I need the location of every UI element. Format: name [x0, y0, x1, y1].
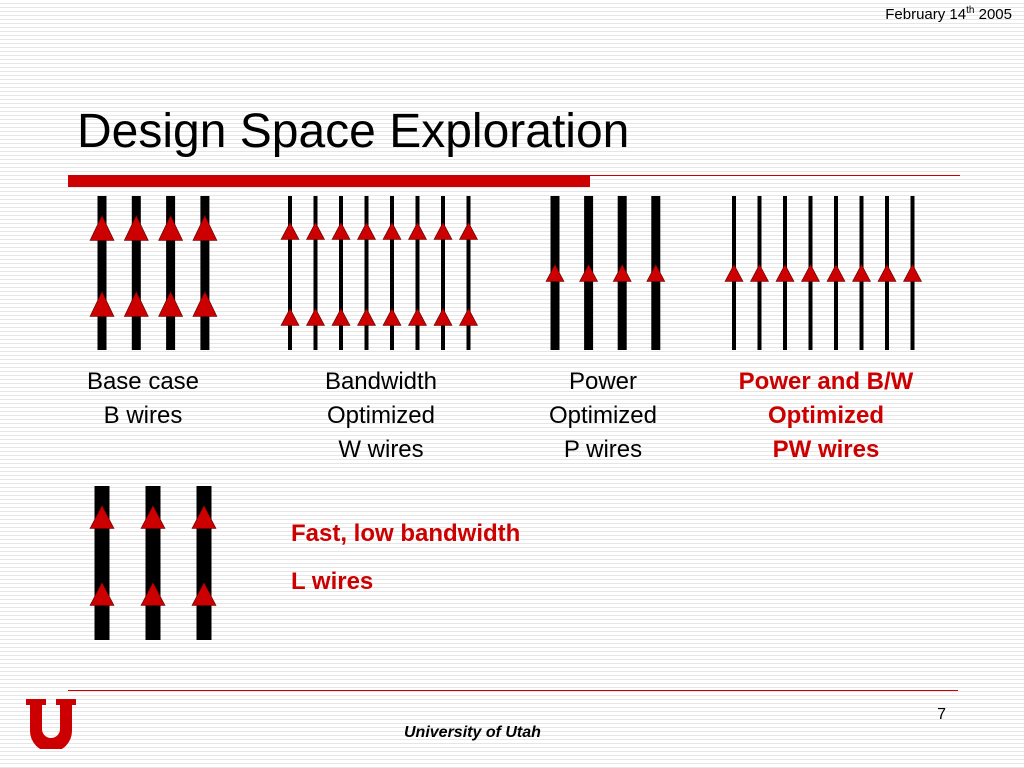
repeater-triangle — [306, 307, 325, 326]
repeater-triangle — [123, 290, 149, 317]
repeater-triangle — [331, 307, 351, 326]
university-u-logo — [26, 699, 76, 749]
repeater-triangle — [192, 290, 218, 317]
repeater-triangle — [459, 307, 478, 326]
repeater-triangle — [545, 263, 565, 282]
page-number: 7 — [937, 706, 946, 723]
wire — [131, 196, 141, 350]
title-underline — [68, 175, 960, 187]
wire — [97, 196, 107, 350]
repeater-triangle — [852, 263, 871, 282]
repeater-triangle — [191, 504, 217, 529]
repeater-triangle — [408, 307, 427, 326]
wire — [200, 196, 210, 350]
repeater-triangle — [646, 263, 666, 282]
wire — [288, 196, 292, 350]
wire — [364, 196, 369, 350]
repeater-triangle — [89, 214, 115, 241]
label-fast-low-bandwidth: Fast, low bandwidth — [291, 520, 521, 547]
repeater-triangle — [89, 581, 115, 606]
wire — [339, 196, 343, 350]
wire — [313, 196, 318, 350]
repeater-triangle — [382, 307, 402, 326]
label-l-wires: L wires — [291, 568, 374, 595]
repeater-triangle — [826, 263, 846, 282]
repeater-triangle — [459, 221, 478, 240]
repeater-triangle — [724, 263, 744, 282]
repeater-triangle — [408, 221, 427, 240]
repeater-triangle — [331, 221, 351, 240]
wire — [166, 196, 176, 350]
repeater-triangle — [433, 221, 453, 240]
repeater-triangle — [750, 263, 769, 282]
repeater-triangle — [158, 214, 184, 241]
repeater-triangle — [89, 504, 115, 529]
footer-university: University of Utah — [404, 724, 541, 741]
repeater-triangle — [579, 263, 599, 282]
repeater-triangle — [123, 214, 149, 241]
repeater-triangle — [306, 221, 325, 240]
wire — [415, 196, 420, 350]
repeater-triangle — [801, 263, 820, 282]
repeater-triangle — [158, 290, 184, 317]
repeater-triangle — [433, 307, 453, 326]
footer-rule — [68, 690, 958, 691]
repeater-triangle — [280, 307, 300, 326]
wire — [441, 196, 445, 350]
repeater-triangle — [382, 221, 402, 240]
repeater-triangle — [191, 581, 217, 606]
repeater-triangle — [192, 214, 218, 241]
repeater-triangle — [877, 263, 897, 282]
slide-title: Design Space Exploration — [77, 105, 630, 158]
repeater-triangle — [612, 263, 632, 282]
repeater-triangle — [357, 221, 376, 240]
repeater-triangle — [280, 221, 300, 240]
wire — [466, 196, 471, 350]
repeater-triangle — [357, 307, 376, 326]
wire — [390, 196, 394, 350]
repeater-triangle — [140, 504, 166, 529]
repeater-triangle — [775, 263, 795, 282]
repeater-triangle — [89, 290, 115, 317]
slide-date: February 14th 2005 — [885, 5, 1012, 24]
repeater-triangle — [140, 581, 166, 606]
repeater-triangle — [903, 263, 922, 282]
